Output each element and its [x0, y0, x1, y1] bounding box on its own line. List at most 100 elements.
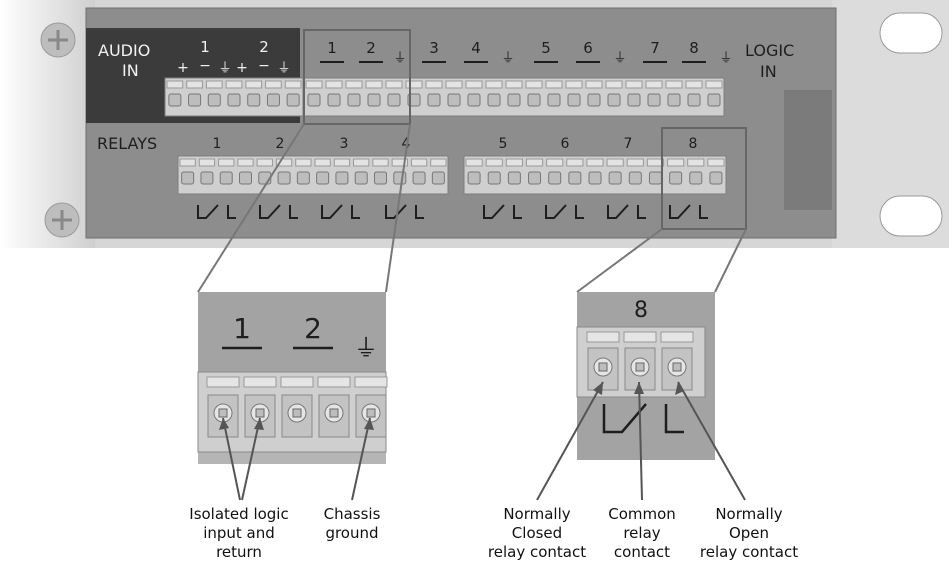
terminal-screw-icon	[707, 93, 721, 107]
callout-normally-closed: Normally Closed relay contact	[487, 505, 587, 561]
logic-in-label-line2: IN	[760, 62, 777, 81]
zoom-logic-panel: 1 2 ⏚	[197, 292, 388, 464]
terminal-screw-icon	[387, 93, 401, 107]
terminal-screw-icon	[587, 93, 601, 107]
terminal-screw-icon	[709, 171, 723, 185]
terminal-screw-icon	[296, 171, 310, 185]
relay-number-6: 6	[561, 136, 570, 152]
terminal-screw-icon	[447, 93, 461, 107]
terminal-screw-icon	[647, 93, 661, 107]
terminal-screw-icon	[567, 93, 581, 107]
terminal-screw-icon	[327, 93, 341, 107]
relay-terminal-strip-left	[177, 155, 449, 195]
terminal-screw-icon	[547, 93, 561, 107]
terminal-strips	[164, 77, 727, 219]
logic-channel-8-number: 8	[689, 39, 699, 57]
audio-channel-labels: 1+−⏚2+−⏚	[177, 38, 290, 76]
relay-number-4: 4	[402, 136, 411, 152]
relay-contact-symbol-8	[669, 204, 708, 219]
rack-slot-bottom	[879, 195, 943, 237]
relay-contact-symbol-2	[259, 204, 298, 219]
terminal-screw-icon	[374, 171, 387, 185]
rack-slot-top	[879, 12, 943, 54]
callout-arrows	[222, 381, 746, 501]
callout-chassis-ground: Chassis ground	[323, 505, 381, 542]
terminal-screw-icon	[588, 171, 602, 185]
terminal-screw-icon	[207, 93, 221, 107]
logic-channel-7-number: 7	[650, 39, 660, 57]
audio-plus-symbol: +	[236, 60, 248, 76]
terminal-screw-icon	[467, 93, 481, 107]
zoom-relay-terminals	[586, 331, 694, 391]
relay-terminal-strip-right	[463, 155, 727, 195]
logic-channel-1-number: 1	[327, 39, 337, 57]
logic-terminal-strip	[303, 77, 725, 117]
terminal-screw-icon	[200, 171, 214, 185]
audio-minus-symbol: −	[258, 58, 270, 74]
terminal-screw-icon	[427, 93, 441, 107]
terminal-screw-icon	[507, 93, 521, 107]
audio-in-label-line1: AUDIO	[98, 41, 150, 60]
logic-channel-5-number: 5	[541, 39, 551, 57]
terminal-screw-icon	[316, 171, 330, 185]
zoom-logic-terminals	[197, 371, 388, 453]
terminal-screw-icon	[286, 93, 300, 107]
zoom-logic-num-2: 2	[304, 312, 322, 345]
callout-isolated-logic: Isolated logic input and return	[189, 505, 289, 561]
terminal-screw-icon	[181, 171, 195, 185]
terminal-screw-icon	[266, 93, 280, 107]
terminal-screw-icon	[239, 171, 252, 185]
relay-contact-symbol-5	[483, 204, 522, 219]
terminal-screw-icon	[412, 171, 426, 185]
terminal-screw-icon	[487, 93, 501, 107]
terminal-screw-icon	[307, 93, 321, 107]
face-side-recess	[784, 90, 832, 210]
logic-channel-6-number: 6	[583, 39, 593, 57]
terminal-screw-icon	[507, 171, 521, 185]
terminal-screw-icon	[608, 171, 622, 185]
audio-in-label-line2: IN	[122, 61, 139, 80]
logic-channel-2-number: 2	[366, 39, 376, 57]
callout-common-contact: Common relay contact	[608, 505, 676, 561]
terminal-screw-icon	[667, 93, 681, 107]
terminal-screw-icon	[188, 93, 202, 107]
terminal-screw-icon	[689, 171, 703, 185]
logic-in-label-line1: LOGIC	[745, 41, 794, 60]
zoom-relay-number: 8	[634, 298, 648, 323]
terminal-screw-icon	[548, 171, 562, 185]
zoom-logic-top	[198, 292, 386, 372]
terminal-screw-icon	[628, 171, 642, 185]
logic-highlight-box	[303, 29, 411, 125]
relay-contact-symbol-1	[197, 204, 236, 219]
rack-chassis	[0, 0, 949, 248]
audio-channel-2-number: 2	[259, 38, 269, 56]
relay-number-5: 5	[499, 136, 508, 152]
relay-contact-symbol-4	[385, 204, 424, 219]
terminal-screw-icon	[487, 171, 501, 185]
screw-top-cross-icon	[48, 30, 68, 50]
terminal-screw-icon	[227, 93, 241, 107]
relays-label: RELAYS	[97, 134, 157, 153]
relay-contact-symbol-6	[545, 204, 584, 219]
terminal-screw-icon	[669, 171, 683, 185]
terminal-screw-icon	[687, 93, 701, 107]
relay-contact-symbol-7	[607, 204, 646, 219]
terminal-screw-icon	[568, 171, 582, 185]
logic-channel-3-number: 3	[429, 39, 439, 57]
logic-channel-4-number: 4	[471, 39, 481, 57]
callout-normally-open: Normally Open relay contact	[699, 505, 799, 561]
logic-ground-icon-1: ⏚	[393, 51, 406, 66]
terminal-screw-icon	[347, 93, 361, 107]
logic-ground-icon-4: ⏚	[719, 51, 732, 66]
terminal-screw-icon	[648, 171, 662, 185]
relay-highlight-box	[661, 127, 747, 230]
terminal-screw-icon	[527, 93, 541, 107]
terminal-screw-icon	[467, 171, 481, 185]
audio-channel-1-number: 1	[200, 38, 210, 56]
relay-number-3: 3	[340, 136, 349, 152]
terminal-screw-icon	[277, 171, 291, 185]
zoom-logic-ground-icon: ⏚	[354, 334, 378, 362]
terminal-screw-icon	[627, 93, 641, 107]
